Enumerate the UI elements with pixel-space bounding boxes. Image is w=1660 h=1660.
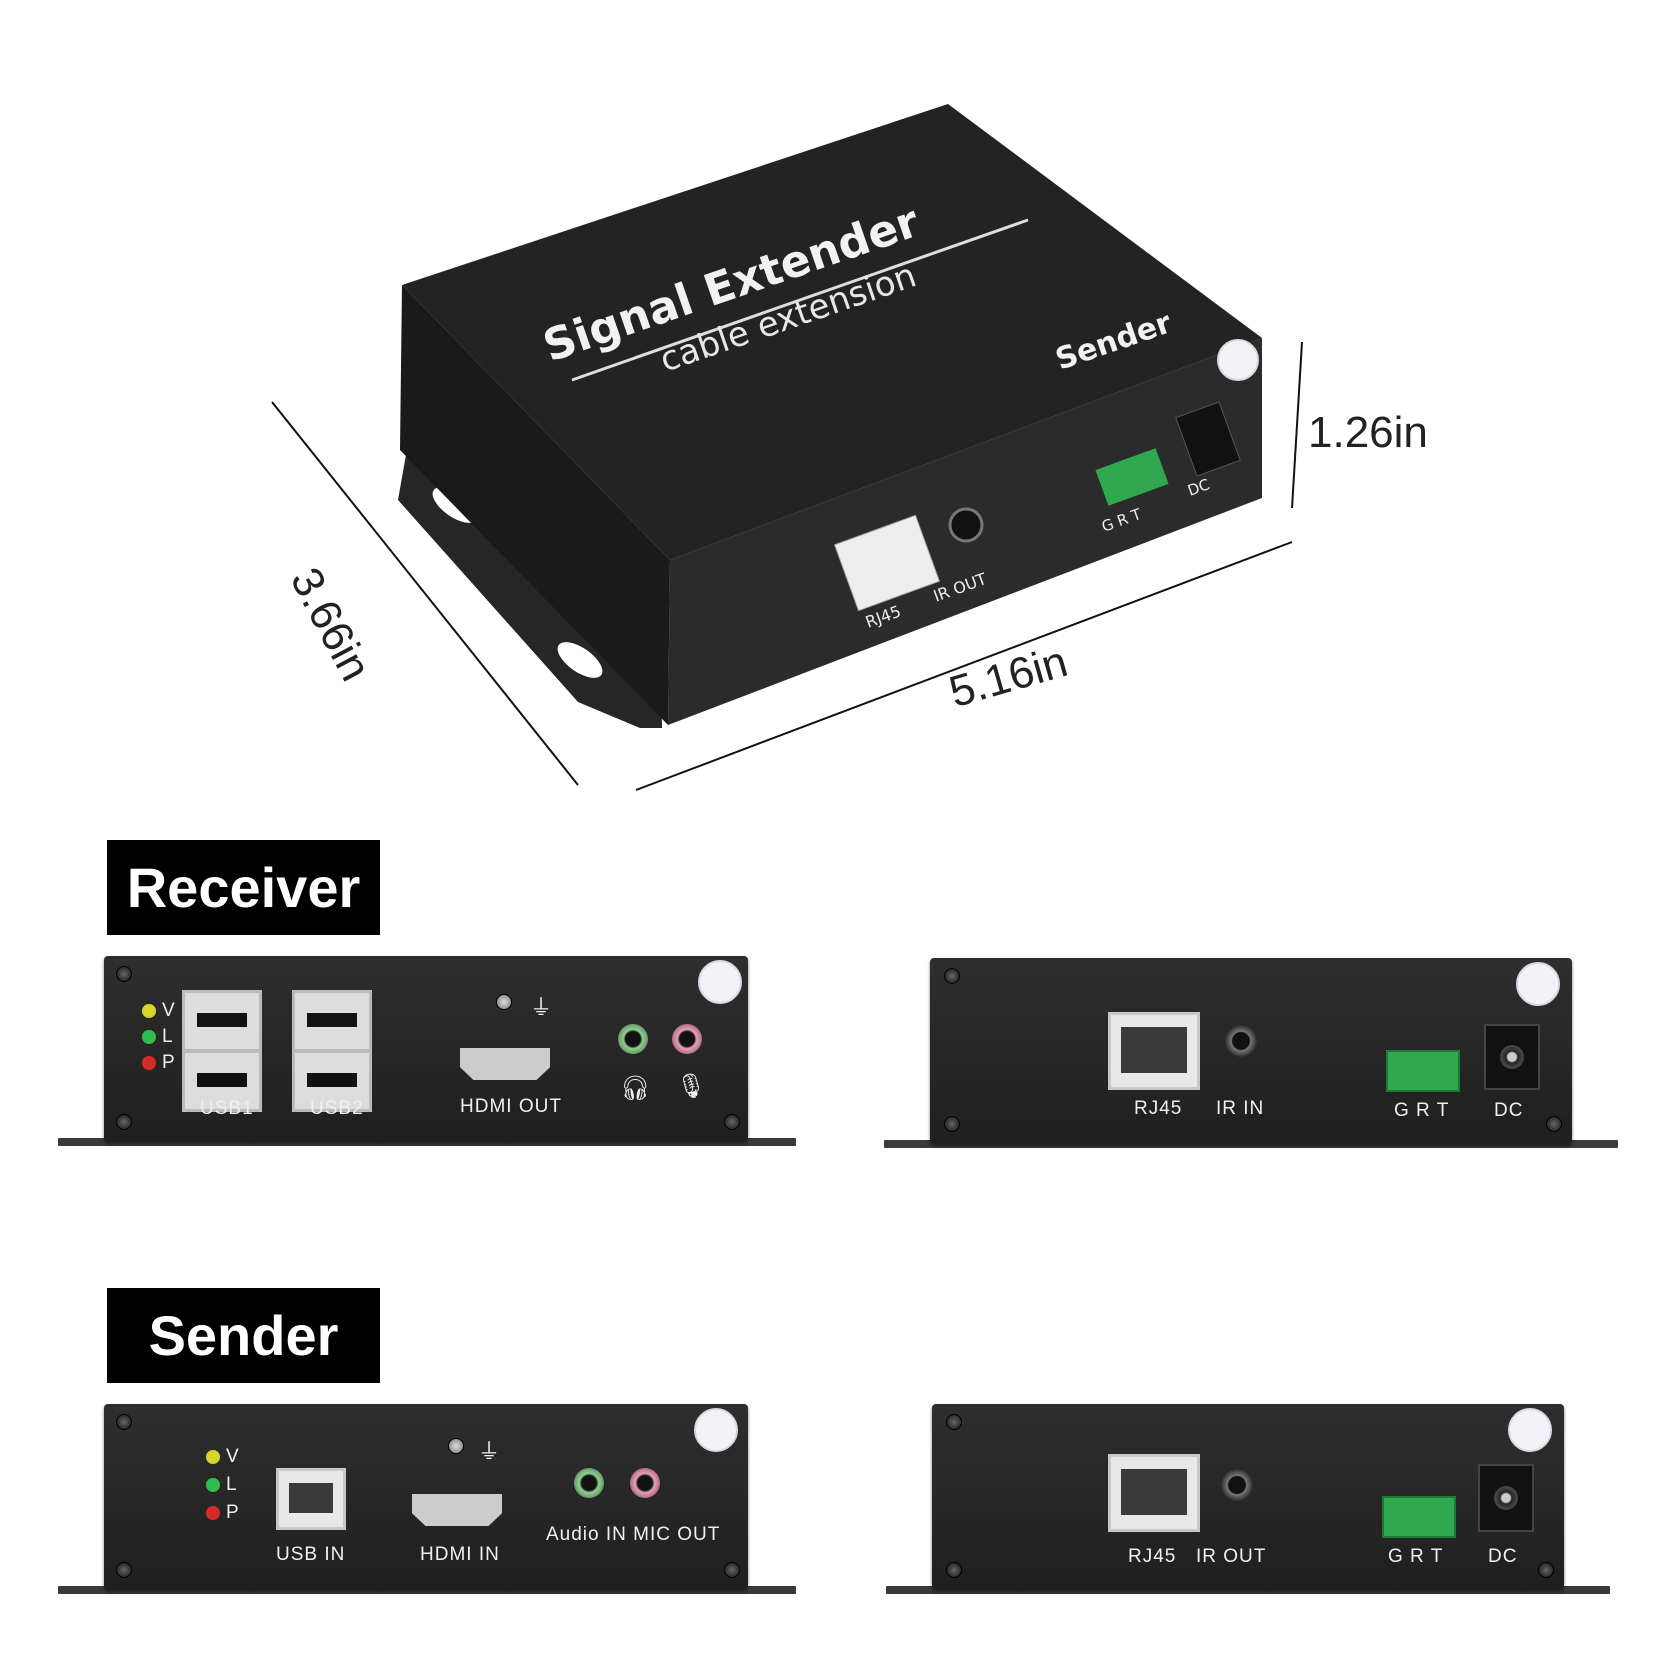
led-l-icon xyxy=(206,1478,220,1492)
receiver-back-panel: RJ45 IR IN G R T DC xyxy=(930,958,1572,1144)
led-p-icon xyxy=(206,1506,220,1520)
grt-label: G R T xyxy=(1394,1100,1450,1121)
height-dimension: 1.26in xyxy=(1308,408,1428,457)
rj45-label: RJ45 xyxy=(1128,1546,1177,1567)
ir-out-jack xyxy=(1220,1468,1254,1502)
dc-power-jack xyxy=(1484,1024,1540,1090)
headphone-icon: 🎧︎ xyxy=(620,1075,652,1102)
screw-icon xyxy=(944,968,960,984)
usb-in-label: USB IN xyxy=(276,1544,346,1565)
usb2-lower-port xyxy=(292,1050,372,1112)
led-p-label: P xyxy=(226,1502,240,1523)
sticker-3d xyxy=(1217,339,1259,381)
usb-b-port xyxy=(276,1468,346,1530)
led-l-label: L xyxy=(162,1026,174,1047)
led-v-icon xyxy=(206,1450,220,1464)
screw-icon xyxy=(944,1116,960,1132)
ir-in-jack xyxy=(1224,1024,1258,1058)
rj45-label: RJ45 xyxy=(1134,1098,1183,1119)
device-3d-illustration: Signal Extender cable extension Sender R… xyxy=(271,104,1303,791)
led-p-icon xyxy=(142,1056,156,1070)
usb2-upper-port xyxy=(292,990,372,1052)
sticker-icon xyxy=(1516,962,1560,1006)
screw-icon xyxy=(1538,1562,1554,1578)
hdmi-out-label: HDMI OUT xyxy=(460,1096,562,1117)
receiver-back-flange xyxy=(884,1140,1618,1148)
led-l-label: L xyxy=(226,1474,238,1495)
ir-jack-3d xyxy=(948,507,984,543)
mic-out-jack xyxy=(630,1468,660,1498)
ground-screw-icon xyxy=(496,994,512,1010)
receiver-tag: Receiver xyxy=(107,840,380,935)
hdmi-in-label: HDMI IN xyxy=(420,1544,500,1565)
rj45-port xyxy=(1108,1012,1200,1090)
sticker-icon xyxy=(698,960,742,1004)
sender-tag: Sender xyxy=(107,1288,380,1383)
audio-labels: Audio IN MIC OUT xyxy=(546,1524,721,1545)
usb2-label: USB2 xyxy=(310,1098,364,1119)
hdmi-out-port xyxy=(460,1048,550,1080)
device-side-face xyxy=(400,285,670,725)
screw-icon xyxy=(116,1414,132,1430)
screw-icon xyxy=(946,1562,962,1578)
led-l-icon xyxy=(142,1030,156,1044)
screw-icon xyxy=(116,1562,132,1578)
width-dimension-line xyxy=(635,541,1293,791)
sender-back-panel: RJ45 IR OUT G R T DC xyxy=(932,1404,1564,1590)
grt-label: G R T xyxy=(1388,1546,1444,1567)
led-v-icon xyxy=(142,1004,156,1018)
depth-dimension-line xyxy=(271,401,579,786)
sender-front-flange xyxy=(58,1586,796,1594)
terminal-block xyxy=(1382,1496,1456,1538)
led-v-label: V xyxy=(226,1446,240,1467)
screw-icon xyxy=(724,1114,740,1130)
sticker-icon xyxy=(694,1408,738,1452)
hdmi-in-port xyxy=(412,1494,502,1526)
microphone-icon: 🎙︎ xyxy=(676,1073,708,1100)
audio-in-jack xyxy=(574,1468,604,1498)
usb1-label: USB1 xyxy=(200,1098,254,1119)
ground-icon: ⏚ xyxy=(478,1439,502,1464)
device-top-face xyxy=(402,104,1262,560)
rj45-port xyxy=(1108,1454,1200,1532)
ir-in-label: IR IN xyxy=(1216,1098,1265,1119)
screw-icon xyxy=(116,1114,132,1130)
height-dimension-line xyxy=(1291,341,1303,509)
ir-out-label: IR OUT xyxy=(1196,1546,1267,1567)
receiver-front-panel: V L P USB1 USB2 ⏚ HDMI OUT 🎧︎ 🎙︎ xyxy=(104,956,748,1142)
receiver-front-flange xyxy=(58,1138,796,1146)
headphone-jack xyxy=(618,1024,648,1054)
usb1-upper-port xyxy=(182,990,262,1052)
screw-icon xyxy=(946,1414,962,1430)
screw-icon xyxy=(724,1562,740,1578)
dc-power-jack xyxy=(1478,1464,1534,1532)
sender-back-flange xyxy=(886,1586,1610,1594)
sender-front-panel: V L P USB IN ⏚ HDMI IN Audio IN MIC OUT xyxy=(104,1404,748,1590)
sticker-icon xyxy=(1508,1408,1552,1452)
mic-jack xyxy=(672,1024,702,1054)
terminal-block-3d xyxy=(1095,448,1169,506)
led-v-label: V xyxy=(162,1000,176,1021)
dc-jack-3d xyxy=(1175,401,1241,477)
ground-icon: ⏚ xyxy=(530,995,554,1020)
led-p-label: P xyxy=(162,1052,176,1073)
terminal-block xyxy=(1386,1050,1460,1092)
ground-screw-icon xyxy=(448,1438,464,1454)
usb1-lower-port xyxy=(182,1050,262,1112)
rj45-port-3d xyxy=(833,514,941,612)
screw-icon xyxy=(1546,1116,1562,1132)
dc-label: DC xyxy=(1488,1546,1518,1567)
dc-label: DC xyxy=(1494,1100,1524,1121)
screw-icon xyxy=(116,966,132,982)
